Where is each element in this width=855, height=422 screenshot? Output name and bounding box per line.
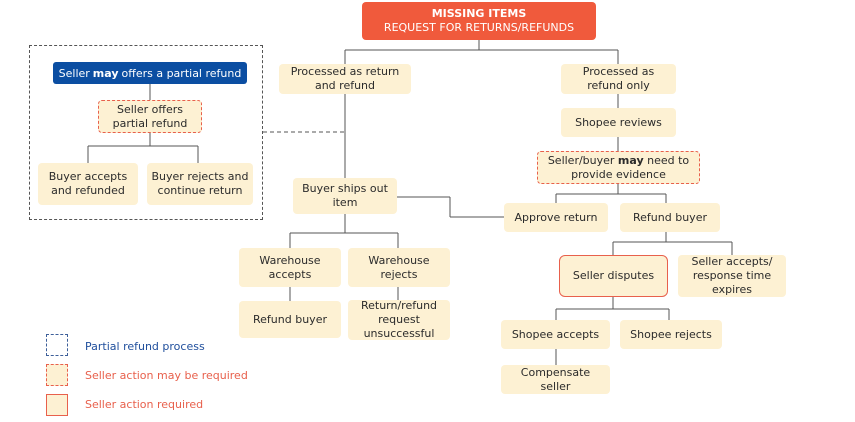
evidence-bold: may <box>617 153 644 167</box>
partial-title-post: offers a partial refund <box>121 66 242 80</box>
refund-buyer-left-node: Refund buyer <box>239 301 341 338</box>
partial-refund-title: Seller may offers a partial refund <box>53 62 247 84</box>
legend-label-required: Seller action required <box>85 398 204 411</box>
legend-label-may-required: Seller action may be required <box>85 369 248 382</box>
seller-disputes-node: Seller disputes <box>559 255 668 297</box>
legend-swatch-partial <box>46 334 68 356</box>
seller-offers-partial-node: Seller offers partial refund <box>98 100 202 133</box>
evidence-pre: Seller/buyer <box>547 153 618 167</box>
buyer-accepts-node: Buyer accepts and refunded <box>38 163 138 205</box>
refund-buyer-right-node: Refund buyer <box>620 203 720 232</box>
evidence-post: need to provide evidence <box>571 153 690 181</box>
warehouse-rejects-node: Warehouse rejects <box>348 248 450 287</box>
unsuccessful-node: Return/refund request unsuccessful <box>348 299 450 340</box>
root-subtitle: REQUEST FOR RETURNS/REFUNDS <box>383 21 575 34</box>
legend-swatch-may-required <box>46 364 68 386</box>
root-title-box: MISSING ITEMS REQUEST FOR RETURNS/REFUND… <box>362 2 596 40</box>
seller-accepts-node: Seller accepts/ response time expires <box>678 255 786 297</box>
buyer-rejects-node: Buyer rejects and continue return <box>147 163 253 205</box>
shopee-rejects-node: Shopee rejects <box>620 320 722 349</box>
legend-swatch-required <box>46 394 68 416</box>
partial-title-pre: Seller <box>58 66 90 80</box>
compensate-seller-node: Compensate seller <box>501 365 610 394</box>
shopee-reviews-node: Shopee reviews <box>561 108 676 137</box>
root-title: MISSING ITEMS <box>431 7 527 20</box>
refund-only-node: Processed as refund only <box>561 64 676 94</box>
buyer-ships-node: Buyer ships out item <box>293 178 397 214</box>
approve-return-node: Approve return <box>504 203 608 232</box>
shopee-accepts-node: Shopee accepts <box>501 320 610 349</box>
partial-title-bold: may <box>92 66 119 80</box>
evidence-node: Seller/buyer may need to provide evidenc… <box>537 151 700 184</box>
partial-refund-group <box>29 45 263 220</box>
legend-label-partial: Partial refund process <box>85 340 205 353</box>
return-refund-node: Processed as return and refund <box>279 64 411 94</box>
warehouse-accepts-node: Warehouse accepts <box>239 248 341 287</box>
